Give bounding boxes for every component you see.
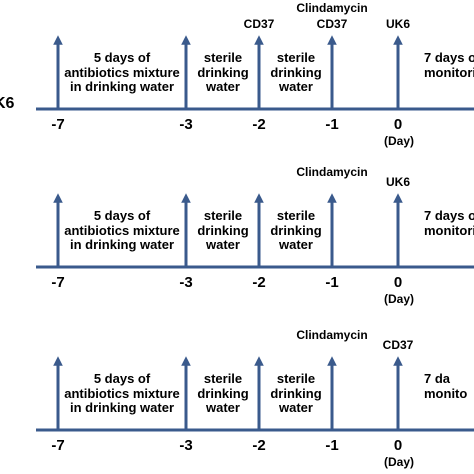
drug-label: Clindamycin xyxy=(296,1,368,15)
drug-label: CD37 xyxy=(382,338,414,352)
tick-label: -2 xyxy=(252,437,266,454)
tick-label: 0 xyxy=(393,274,403,291)
tick-label: 0 xyxy=(393,116,403,133)
tick-label: -7 xyxy=(51,116,65,133)
drug-label: Clindamycin xyxy=(296,165,368,179)
drug-label: Clindamycin xyxy=(296,328,368,342)
tick-label: -7 xyxy=(51,274,65,291)
tick-label: -3 xyxy=(179,437,193,454)
tick-label: -2 xyxy=(252,274,266,291)
drug-label: CD37 xyxy=(243,17,275,31)
tick-label: -1 xyxy=(325,437,339,454)
day-unit-label: (Day) xyxy=(383,134,415,148)
tick-label: -2 xyxy=(252,116,266,133)
drug-label: UK6 xyxy=(385,17,411,31)
drug-label: CD37 xyxy=(316,17,348,31)
tick-label: -1 xyxy=(325,116,339,133)
left-edge-label: K6 xyxy=(0,95,15,112)
tick-label: -3 xyxy=(179,274,193,291)
tick-label: -7 xyxy=(51,437,65,454)
day-unit-label: (Day) xyxy=(383,455,415,469)
tick-label: -1 xyxy=(325,274,339,291)
tick-label: -3 xyxy=(179,116,193,133)
tick-label: 0 xyxy=(393,437,403,454)
drug-label: UK6 xyxy=(385,175,411,189)
day-unit-label: (Day) xyxy=(383,292,415,306)
